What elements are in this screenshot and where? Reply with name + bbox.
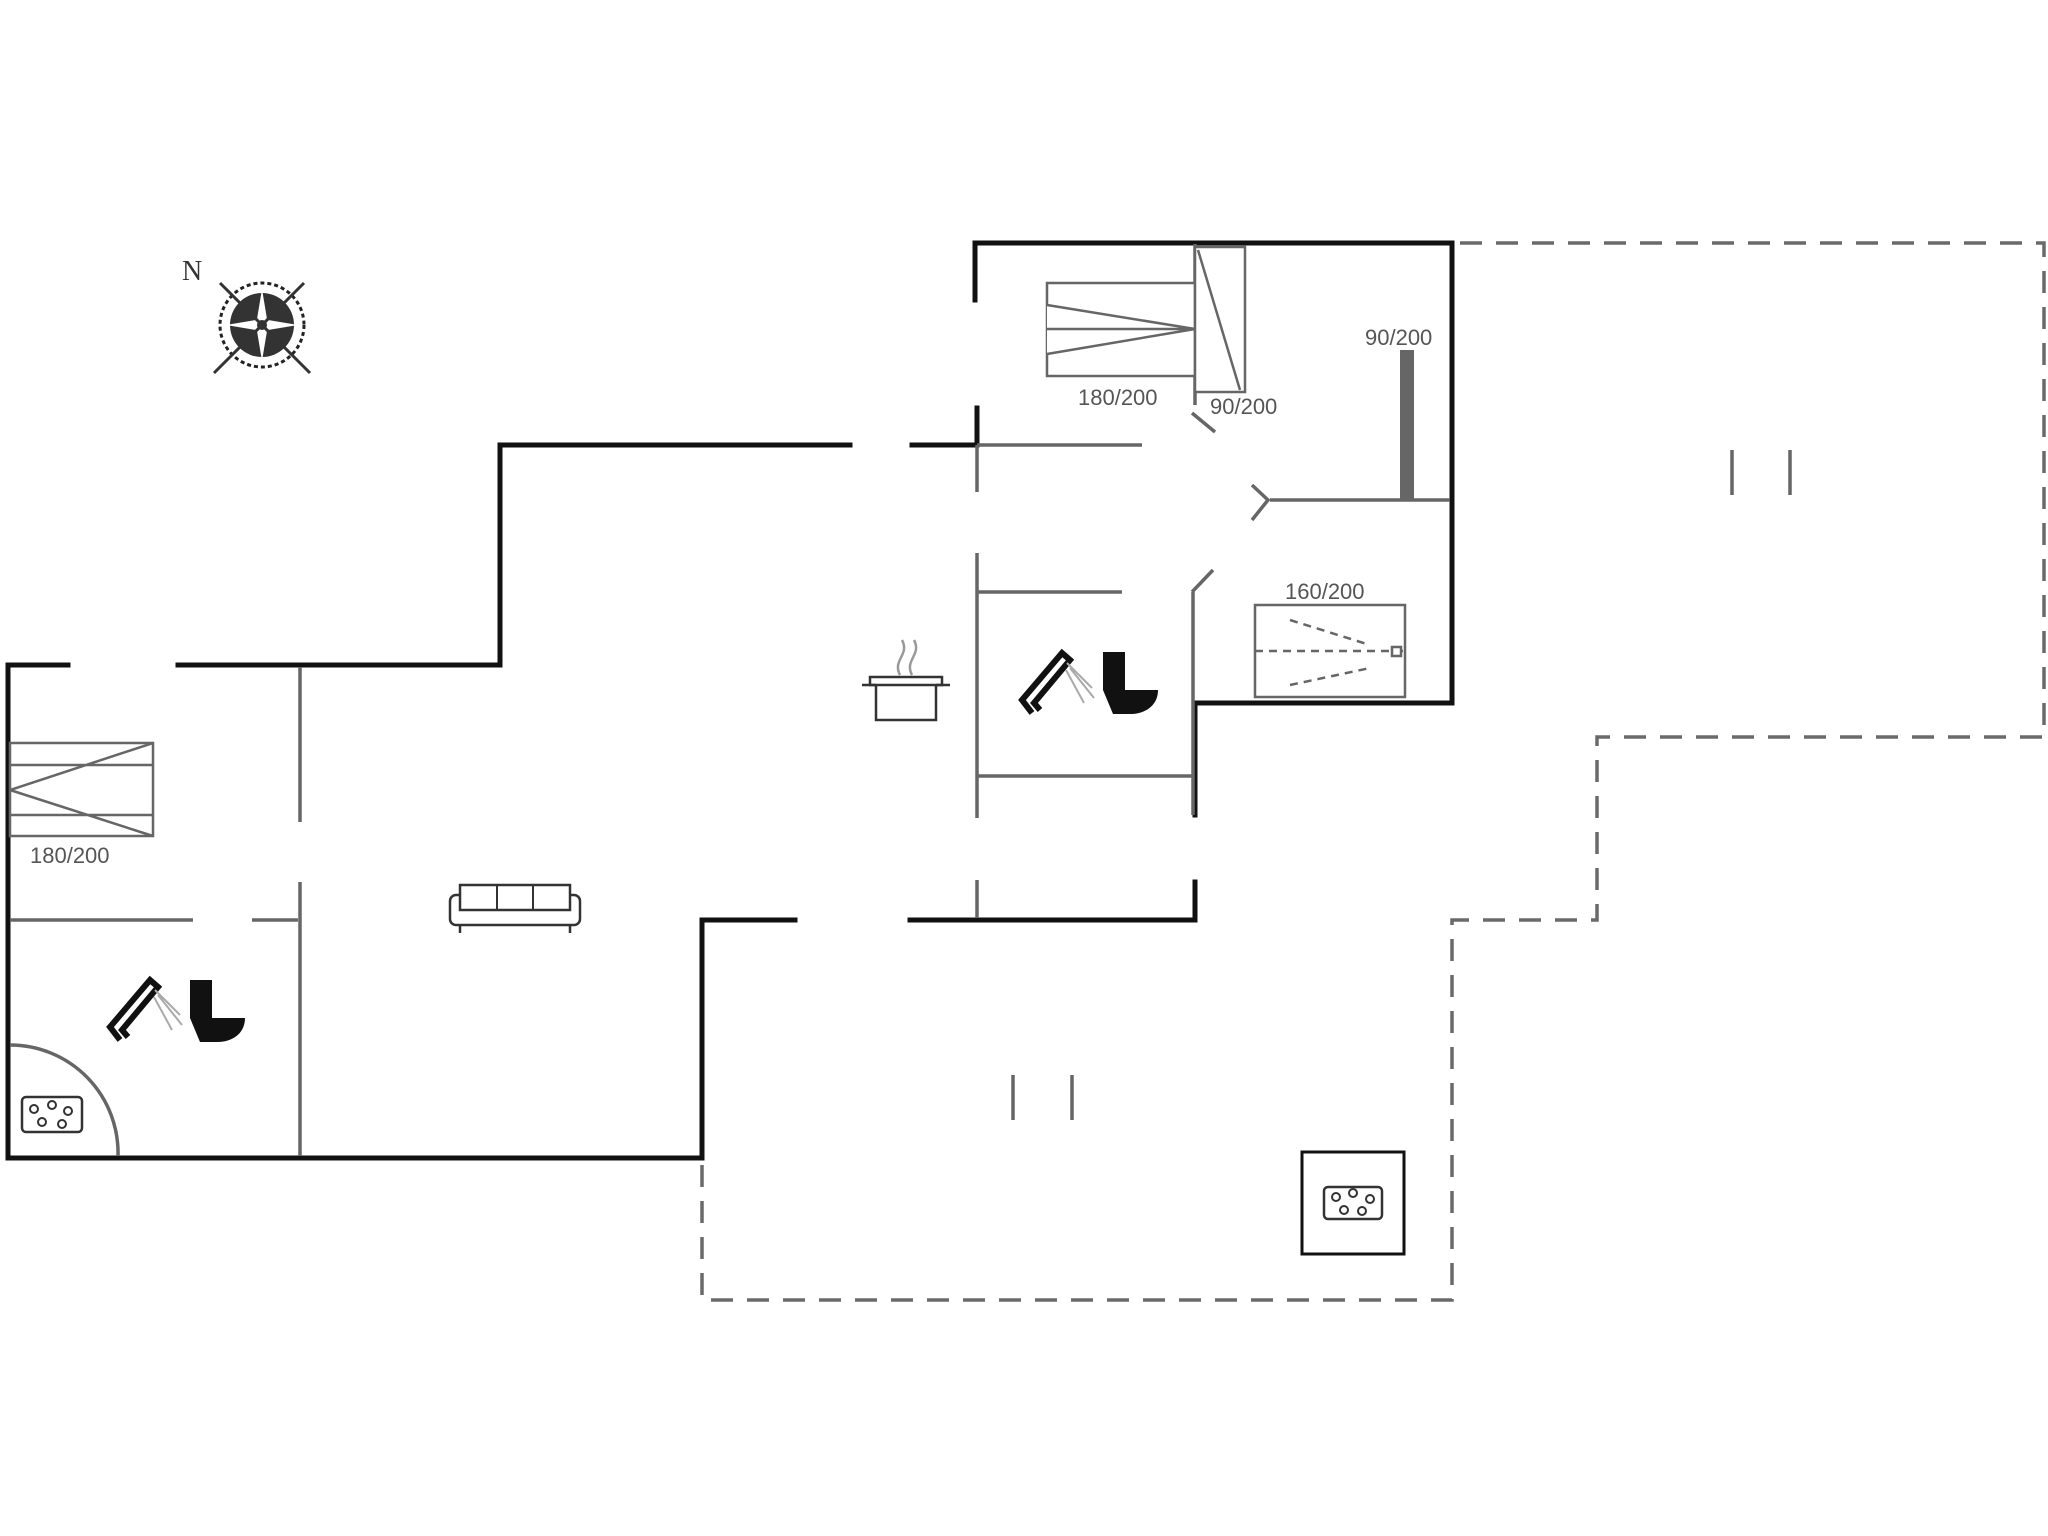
toilet-icon: [1103, 652, 1158, 714]
terrace-east: [700, 241, 2046, 1302]
whirlpool-icon: [1300, 1150, 1406, 1256]
wall-south-stub: [907, 879, 1198, 923]
terrace-furniture: [1011, 450, 1792, 1120]
bed-size-label: 90/200: [1365, 325, 1432, 350]
interior-walls: [10, 244, 1450, 1156]
bed-icon: [1193, 245, 1247, 394]
door-swing-1: [1250, 483, 1271, 522]
bed-size-label: 90/200: [1210, 394, 1277, 419]
bed-icon: [1253, 603, 1407, 699]
bunk-bed-wall: [1400, 350, 1414, 500]
door-arc: [9, 1043, 120, 1157]
shower-icon: [1018, 648, 1095, 715]
wall-west-wing: [5, 662, 798, 1161]
bed-icon: [8, 741, 155, 838]
door-leaf-top: [1190, 411, 1217, 434]
bed-labels: 180/200 180/200 90/200 90/200 160/200: [30, 325, 1432, 868]
wall-west-top: [175, 442, 853, 668]
sofa-icon: [448, 883, 582, 933]
door-leaf-bottom: [1190, 568, 1215, 594]
compass-north-label: N: [182, 256, 202, 287]
toilet-icon: [190, 980, 245, 1042]
shower-icon: [106, 975, 183, 1042]
bed-icon: [1045, 281, 1197, 378]
bed-size-label: 180/200: [30, 843, 110, 868]
exterior-walls: [5, 240, 1455, 1161]
whirlpool-icon: [20, 1095, 84, 1134]
bed-size-label: 160/200: [1285, 579, 1365, 604]
stove-pot-icon: [862, 639, 950, 722]
beds: [8, 245, 1407, 838]
bed-size-label: 180/200: [1078, 385, 1158, 410]
wall-center-top-stub: [909, 405, 980, 448]
terrace-outlines: [700, 241, 2046, 1302]
wall-east-block: [972, 240, 1455, 818]
compass-icon: N: [182, 256, 312, 375]
